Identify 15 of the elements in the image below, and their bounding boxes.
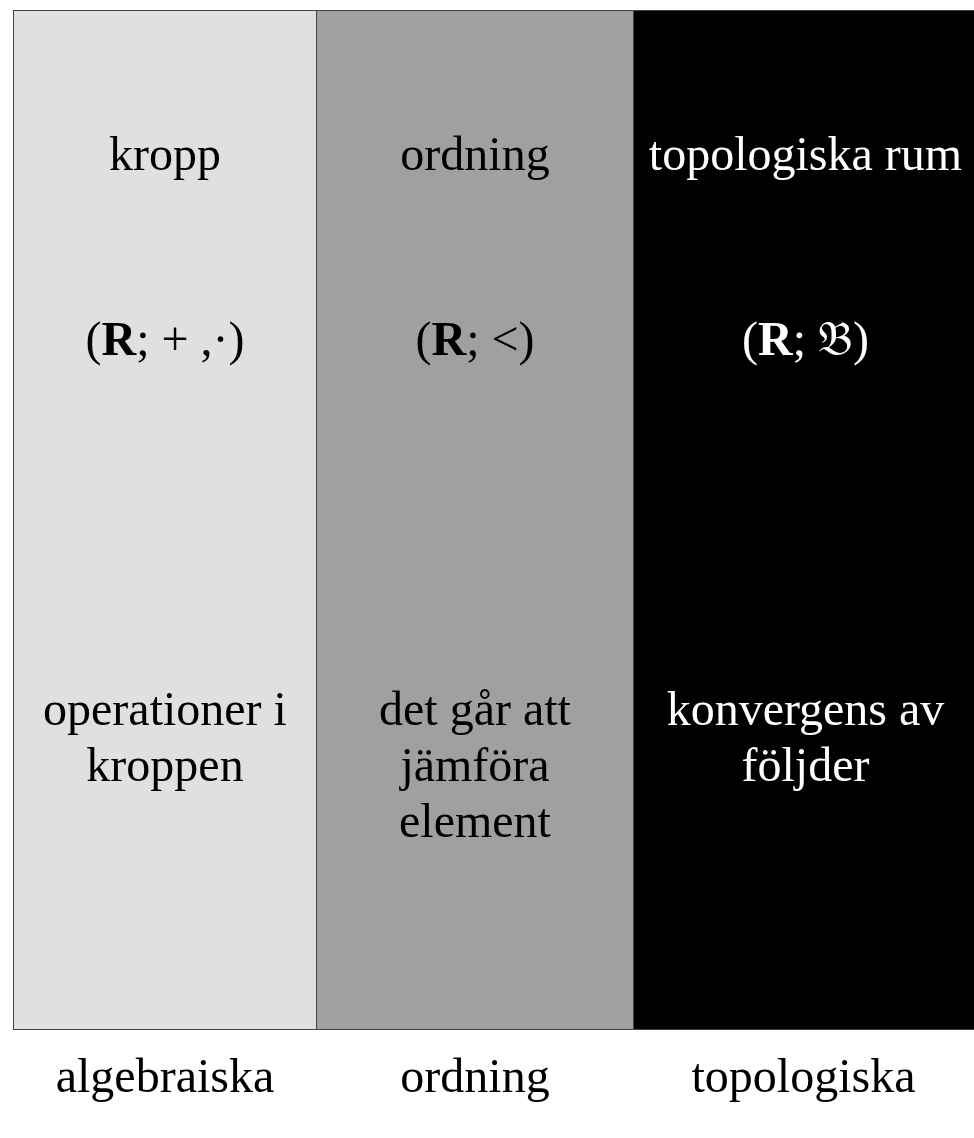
column-panel: [316, 10, 634, 1030]
category-label: topologiska: [690, 1048, 917, 1104]
formula: (R; 𝔅): [741, 311, 870, 367]
description: operationer i kroppen: [42, 681, 288, 793]
formula: (R; <): [414, 311, 536, 367]
column-panel: [13, 10, 317, 1030]
description: det går att jämföra element: [378, 681, 572, 849]
formula: (R; + ,·): [84, 311, 246, 367]
column-panel: [633, 10, 974, 1030]
category-label: algebraiska: [54, 1048, 276, 1104]
column-heading: ordning: [399, 126, 551, 182]
column-heading: kropp: [108, 126, 222, 182]
description: konvergens av följder: [665, 681, 946, 793]
column-heading: topologiska rum: [647, 126, 964, 182]
category-label: ordning: [399, 1048, 551, 1104]
